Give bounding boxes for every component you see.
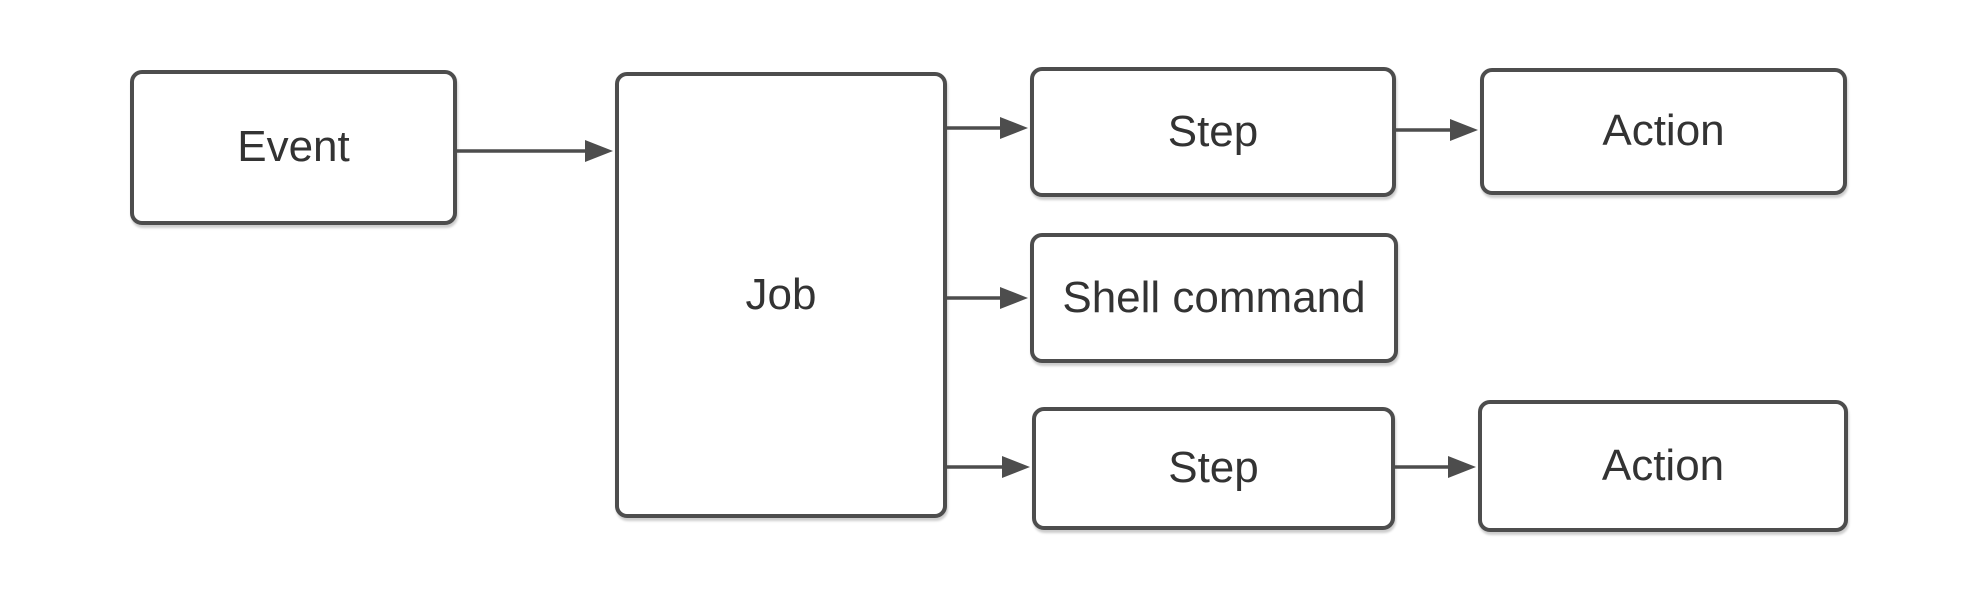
node-step-top-label: Step	[1167, 106, 1259, 156]
node-step-bottom-label: Step	[1168, 443, 1259, 493]
node-action-bottom-label: Action	[1601, 440, 1725, 490]
node-job: Job	[615, 72, 947, 518]
arrow-event-to-job	[457, 140, 613, 162]
node-event: Event	[130, 70, 457, 225]
node-step-top: Step	[1030, 67, 1396, 197]
node-step-bottom: Step	[1032, 407, 1395, 530]
node-action-bottom: Action	[1478, 400, 1848, 532]
node-shell-command-label: Shell command	[1062, 272, 1366, 322]
node-shell-command: Shell command	[1030, 233, 1398, 363]
node-action-top: Action	[1480, 68, 1847, 195]
arrow-step-bottom-to-action-bottom	[1395, 456, 1476, 478]
node-event-label: Event	[237, 122, 350, 172]
arrow-job-to-step-top	[947, 117, 1028, 139]
arrow-step-top-to-action-top	[1396, 119, 1478, 141]
arrow-job-to-step-bottom	[947, 456, 1030, 478]
node-job-label: Job	[745, 269, 817, 319]
arrow-job-to-shell-command	[947, 287, 1028, 309]
node-action-top-label: Action	[1602, 106, 1725, 156]
